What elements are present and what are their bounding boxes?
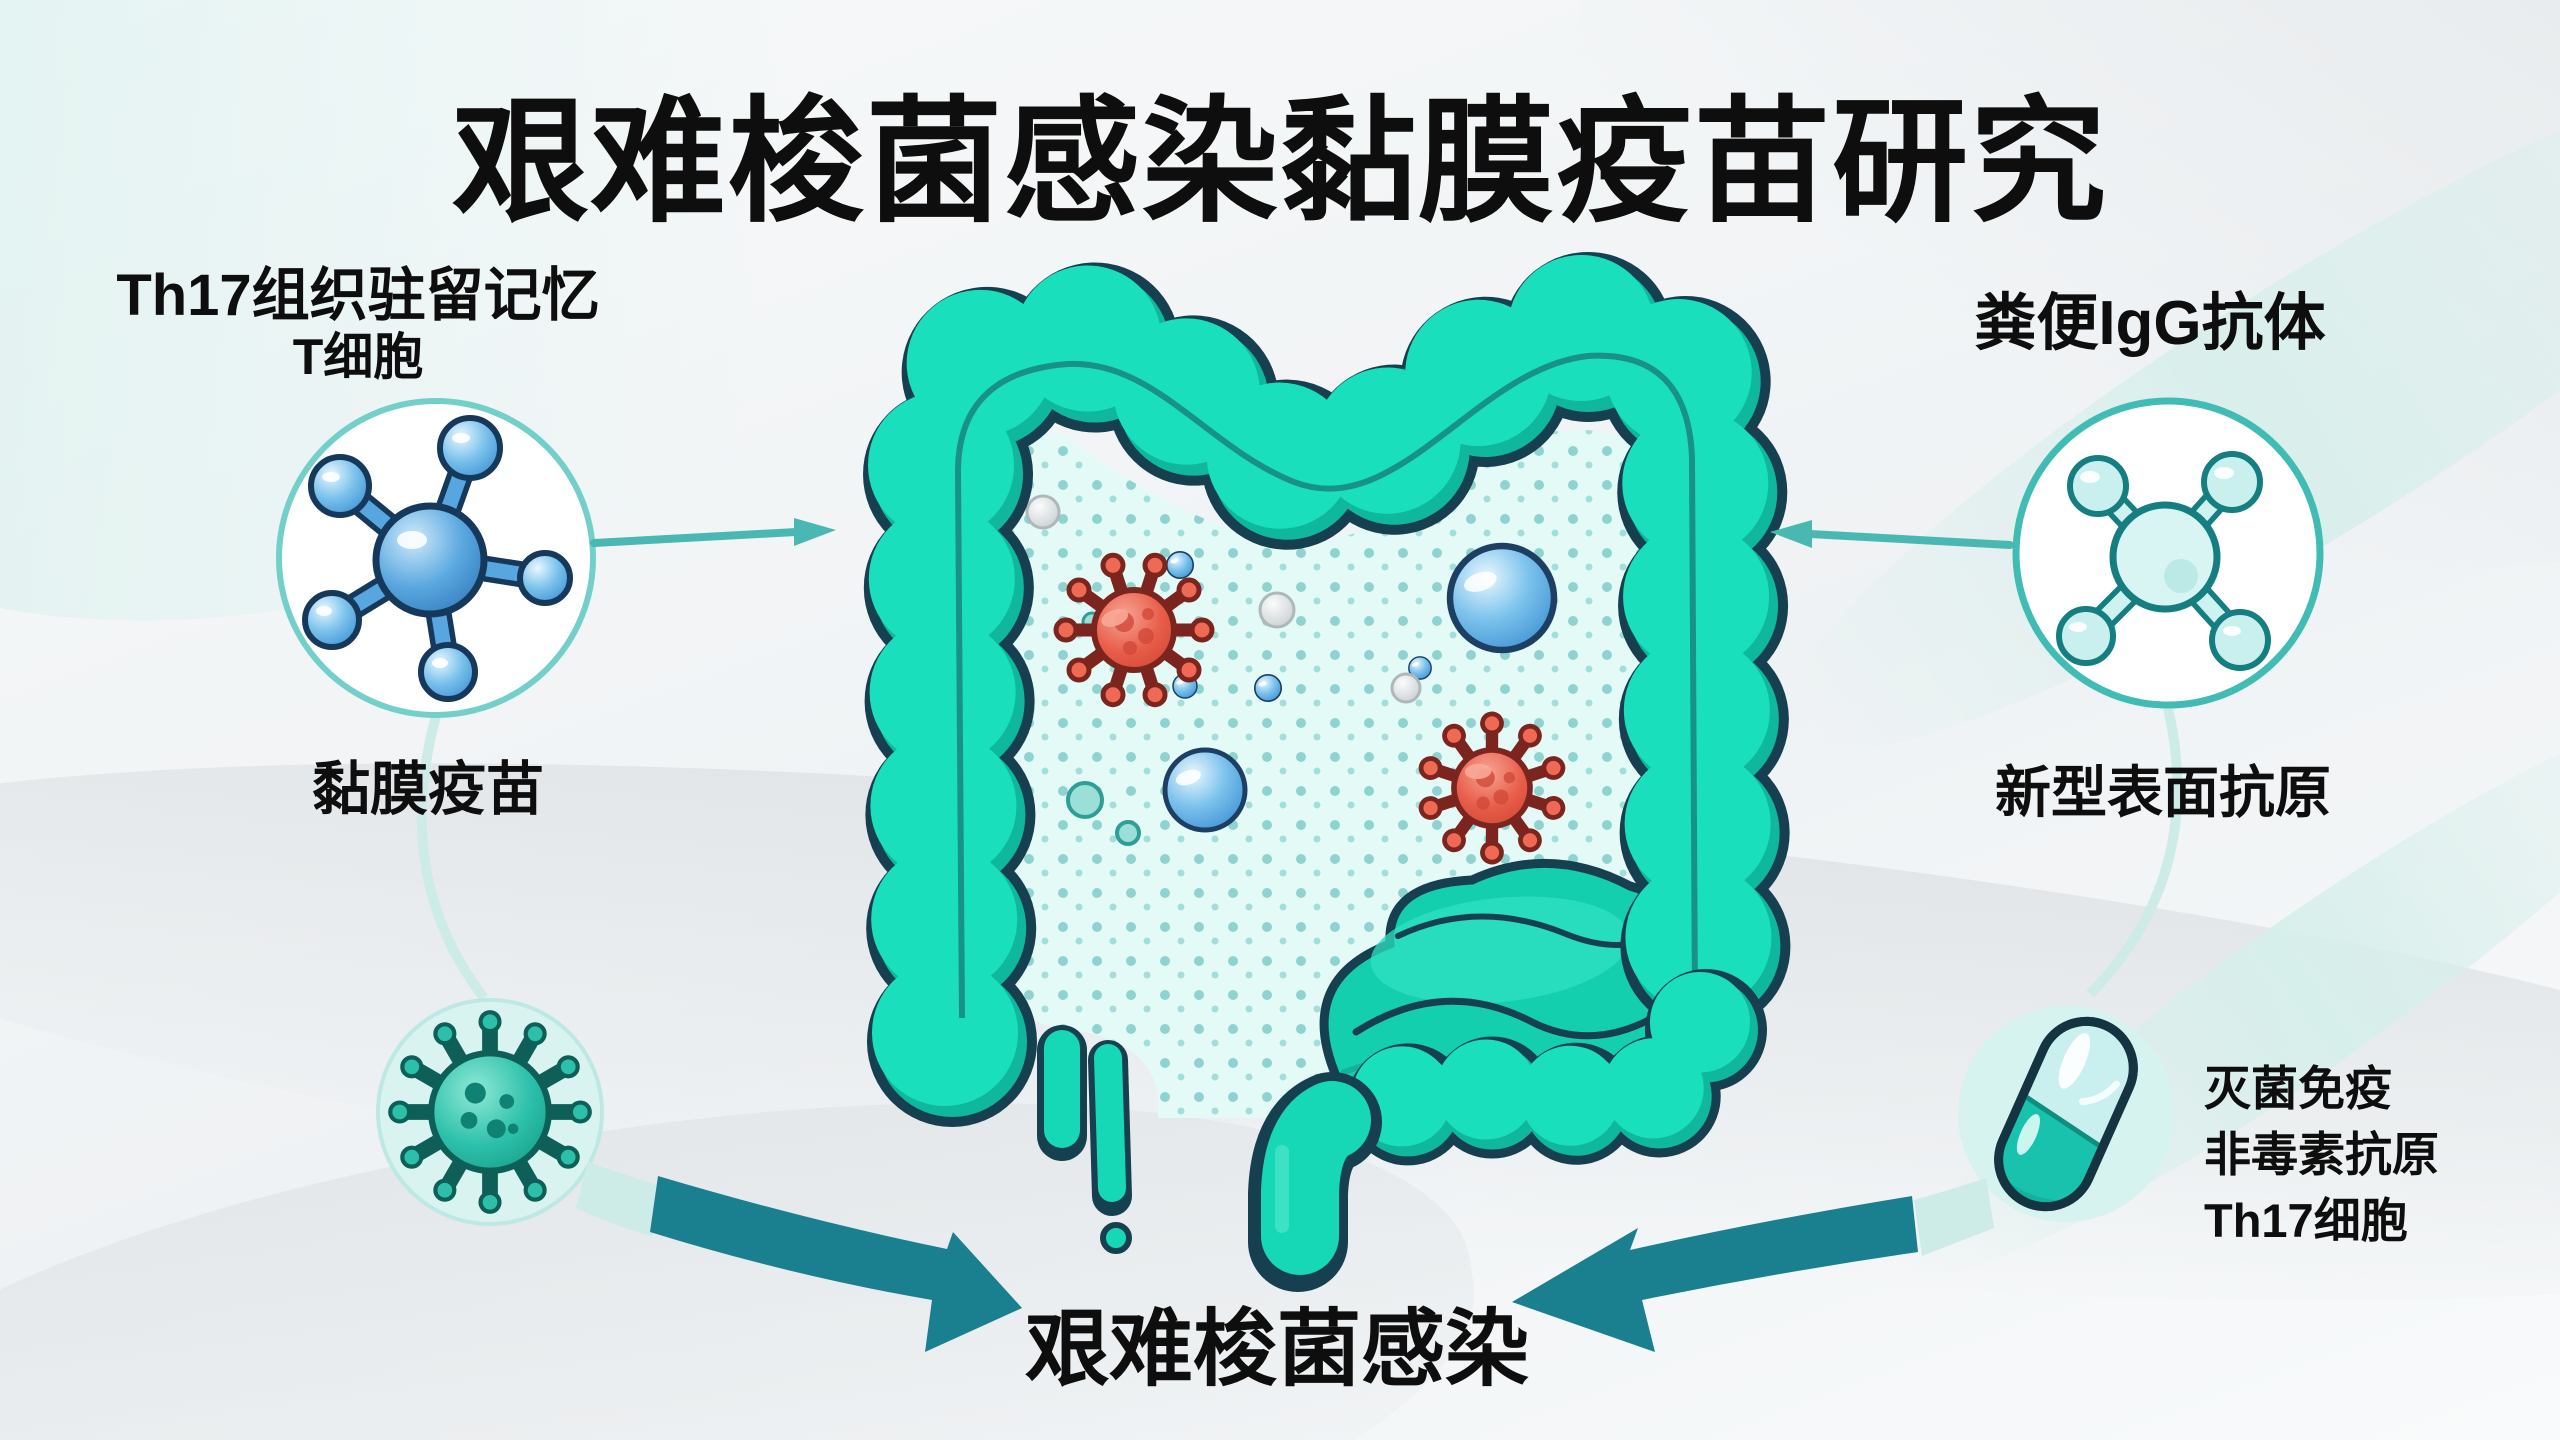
bottom-left-curved-arrow-icon	[576, 1162, 1022, 1352]
right-heading: 粪便IgG抗体	[1974, 289, 2326, 358]
bottom-label: 艰难梭菌感染	[1024, 1302, 1529, 1396]
capsule-notes: 灭菌免疫 非毒素抗原 Th17细胞	[2204, 1056, 2560, 1254]
capsule-note-line: 非毒素抗原	[2204, 1128, 2439, 1181]
page-title: 艰难梭菌感染黏膜疫苗研究	[452, 86, 2108, 238]
colon-illustration	[941, 328, 1706, 1292]
surface-antigen-caption: 新型表面抗原	[1995, 761, 2331, 824]
bottom-right-curved-arrow-icon	[1512, 1178, 1994, 1352]
mucosal-vaccine-caption: 黏膜疫苗	[311, 757, 544, 822]
capsule-note-line: 灭菌免疫	[2204, 1062, 2392, 1115]
left-arrow-icon	[590, 518, 836, 547]
colon-drips	[1037, 1025, 1132, 1254]
left-heading-line1: Th17组织驻留记忆	[116, 263, 600, 328]
right-arrow-icon	[1770, 520, 2014, 549]
capsule-note-line: Th17细胞	[2204, 1194, 2408, 1247]
left-heading-line2: T细胞	[292, 329, 424, 385]
left-heading: Th17组织驻留记忆 T细胞	[58, 264, 658, 386]
